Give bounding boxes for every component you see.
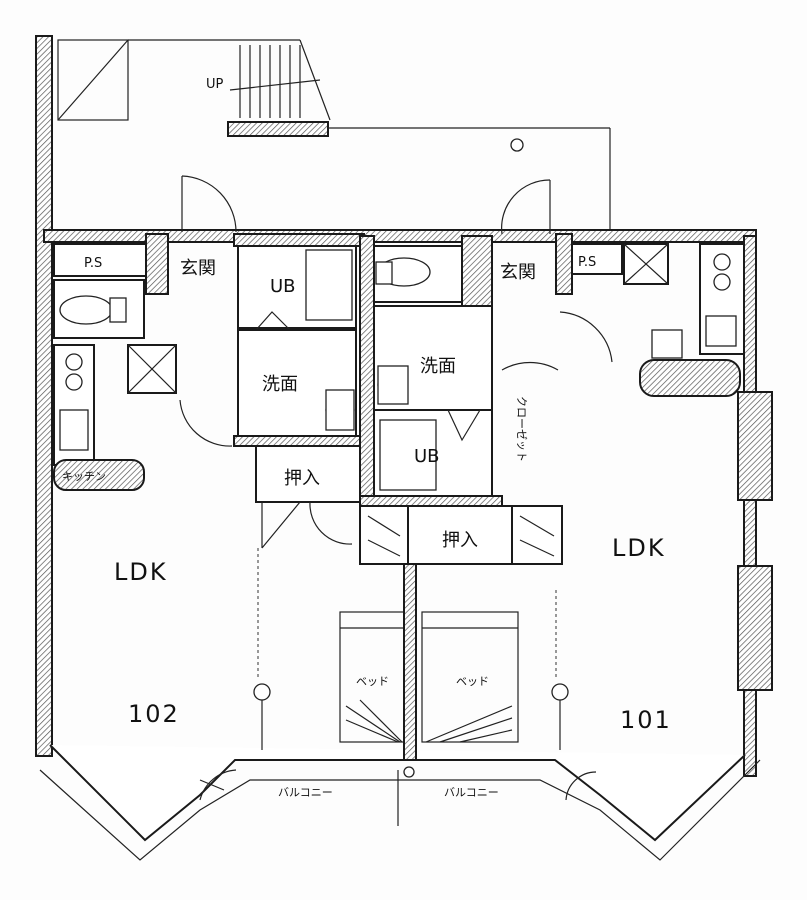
room-101-label: 101 <box>620 706 672 734</box>
senmen-right-label: 洗面 <box>420 356 456 377</box>
genkan-left-label: 玄関 <box>180 258 216 279</box>
bed-right-label: ベッド <box>456 675 489 688</box>
oshiire-right-label: 押入 <box>442 530 478 551</box>
center-core: 洗面 UB 押入 ベッド バルコニー バルコニー <box>278 235 563 826</box>
outer-walls <box>35 35 761 861</box>
ub-left-label: UB <box>270 276 296 297</box>
oshiire-left-label: 押入 <box>284 468 320 489</box>
unit-101: 玄関 P.S クローゼット LDK 101 <box>500 179 773 801</box>
kitchen-label: キッチン <box>62 470 106 483</box>
balcony-right-label: バルコニー <box>444 786 499 799</box>
genkan-right-label: 玄関 <box>500 262 536 283</box>
ps-right-label: P.S <box>578 255 596 270</box>
ps-left-label: P.S <box>84 256 102 271</box>
staircase: UP <box>57 39 611 230</box>
up-label: UP <box>206 77 224 92</box>
ub-right-label: UB <box>414 446 440 467</box>
bed-left-label: ベッド <box>356 675 389 688</box>
ldk-right-label: LDK <box>612 534 666 562</box>
senmen-left-label: 洗面 <box>262 374 298 395</box>
room-102-label: 102 <box>128 700 180 728</box>
shelf-label: クローゼット <box>515 396 528 462</box>
balcony-left-label: バルコニー <box>278 786 333 799</box>
unit-102: P.S 玄関 UB 洗面 押入 <box>53 175 411 801</box>
ldk-left-label: LDK <box>114 558 168 586</box>
